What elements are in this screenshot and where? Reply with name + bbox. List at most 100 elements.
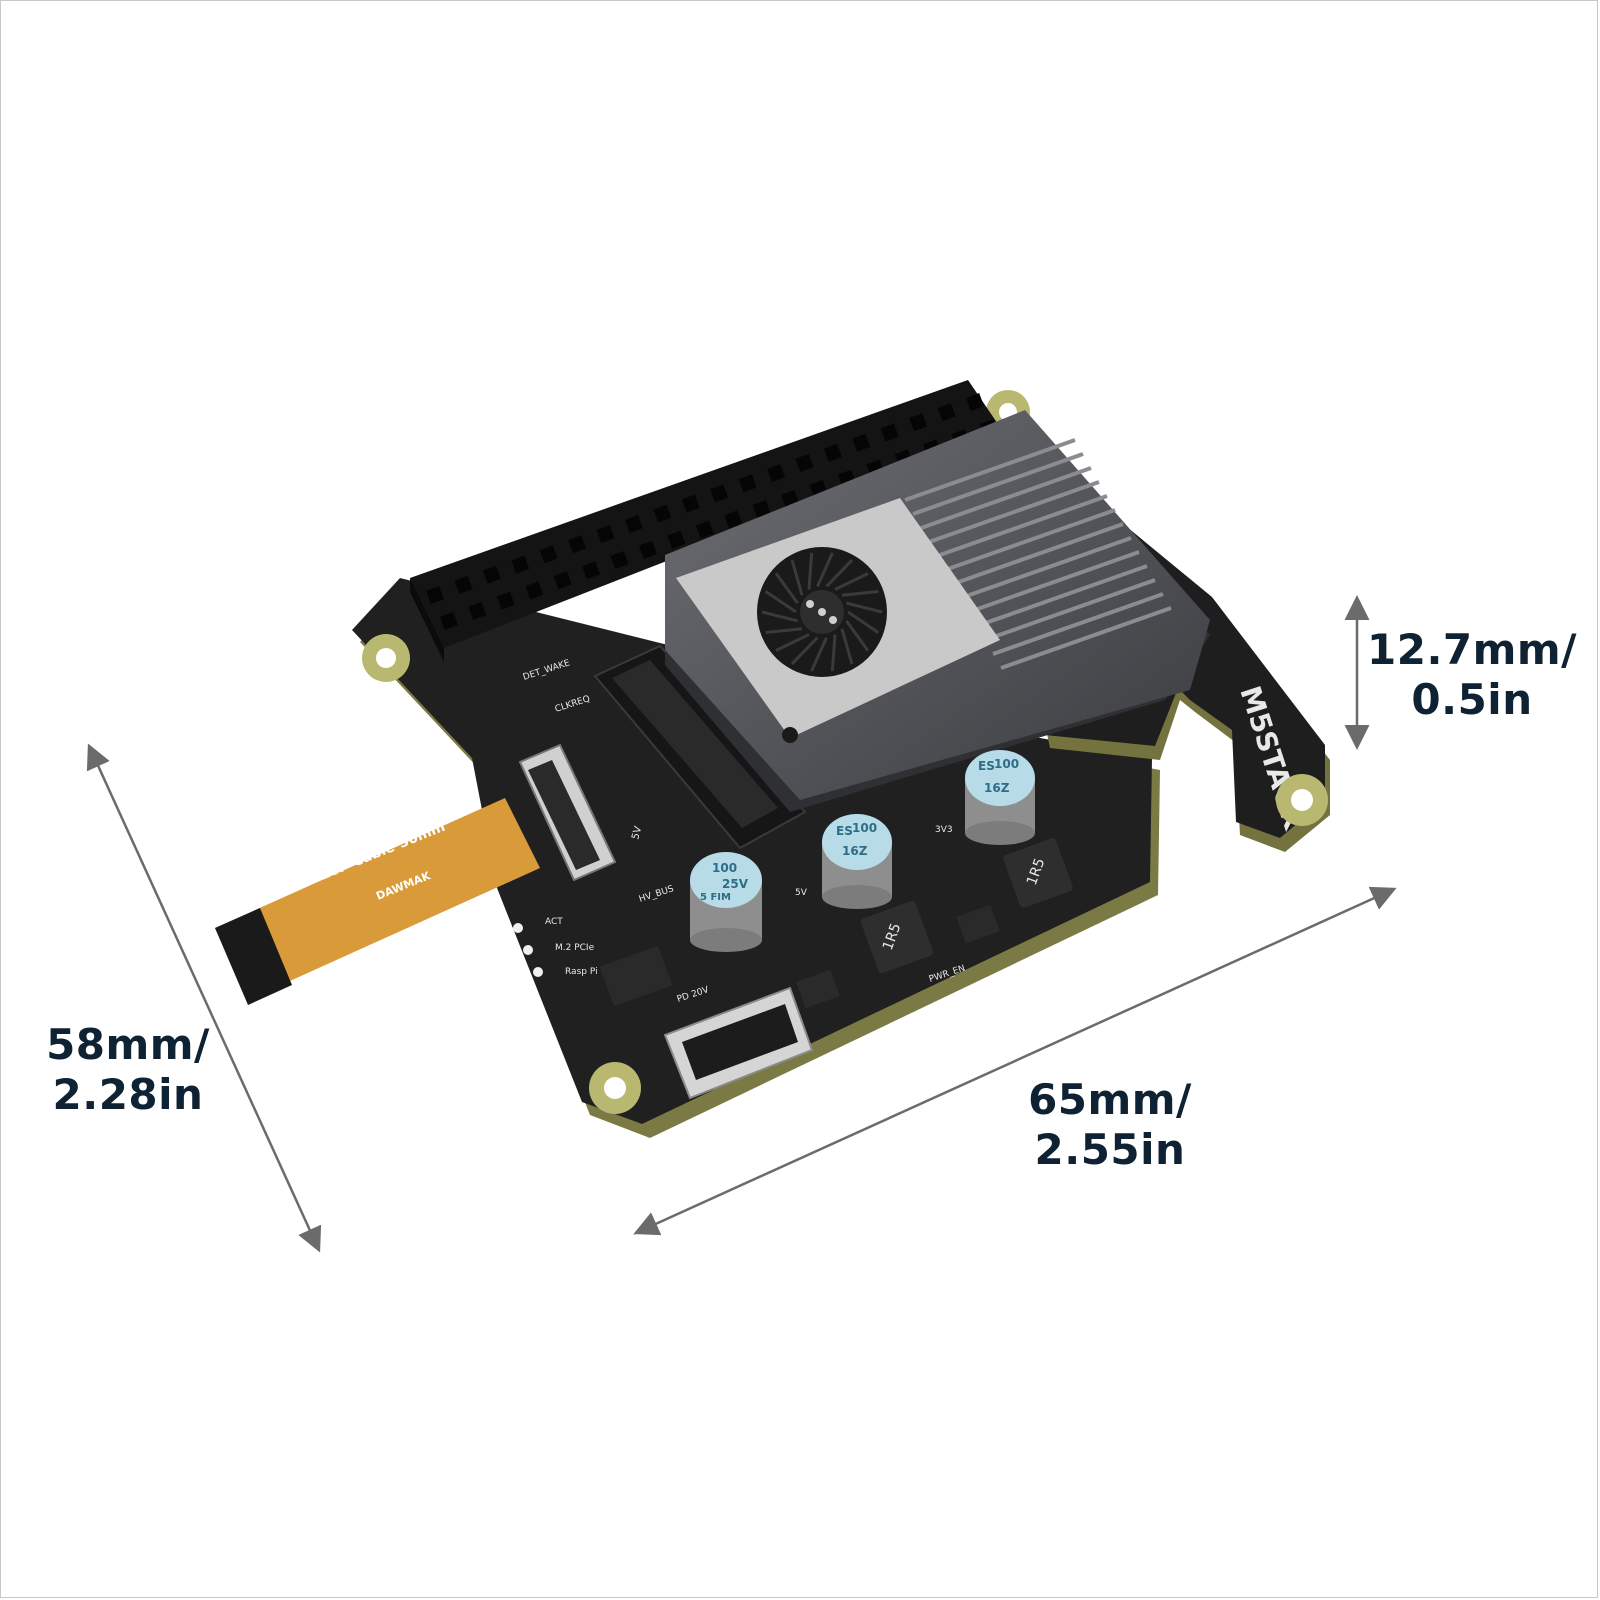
fan-blade	[834, 572, 869, 591]
usb-c-port[interactable]	[663, 986, 814, 1100]
gpio-socket	[568, 535, 587, 554]
height-dimension-imperial: 0.5in	[1411, 675, 1533, 724]
gpio-socket	[653, 504, 672, 523]
gpio-socket	[795, 453, 814, 472]
gpio-socket	[582, 561, 601, 580]
silk-3v3: 3V3	[935, 825, 953, 835]
heatsink-fin	[920, 466, 1092, 530]
gpio-socket	[525, 581, 544, 600]
silk-m2pcie: M.2 PCIe	[555, 943, 595, 953]
gpio-socket	[937, 403, 956, 422]
main-pcb	[352, 578, 1160, 1138]
heatsink-fin	[960, 536, 1132, 600]
length-dimension-arrow	[633, 886, 1397, 1236]
gpio-socket	[767, 464, 786, 483]
gpio-socket	[738, 474, 757, 493]
gpio-socket	[496, 591, 515, 610]
gpio-socket	[482, 565, 501, 584]
fan-blade	[807, 552, 814, 590]
height-dimension-label: 12.7mm/ 0.5in	[1362, 625, 1582, 725]
fan-blade	[830, 634, 837, 672]
gpio-socket	[610, 551, 629, 570]
silk-rasppi: Rasp Pi	[565, 967, 598, 977]
fan-blade	[847, 610, 880, 634]
inductor-2	[1003, 838, 1073, 908]
fan-blade	[761, 610, 798, 623]
gpio-socket	[539, 545, 558, 564]
gpio-socket	[454, 575, 473, 594]
fan-blade	[790, 559, 804, 596]
gpio-socket	[667, 530, 686, 549]
capacitor-2-line2: 100	[994, 757, 1019, 771]
width-dimension-arrow	[86, 743, 322, 1253]
silk-5v-b: 5V	[795, 888, 808, 898]
gpio-socket	[823, 443, 842, 462]
fan-blade	[775, 633, 810, 652]
fan-blade	[825, 559, 854, 588]
capacitor-3-line2: 25V	[722, 877, 749, 891]
height-dimension-metric: 12.7mm/	[1367, 625, 1577, 674]
gpio-socket	[426, 586, 444, 604]
fan-blade	[765, 627, 803, 634]
capacitor-3-line1: 100	[712, 861, 737, 875]
capacitor-3-line3: 5 FIM	[700, 892, 731, 903]
heatsink-fin	[976, 564, 1148, 628]
length-dimension-label: 65mm/ 2.55in	[1005, 1075, 1215, 1175]
gpio-socket	[681, 494, 700, 513]
heatsink-fin	[1000, 606, 1172, 670]
capacitors: ES 100 16Z ES 100 16Z 100 25V 5 FIM	[690, 750, 1035, 952]
gpio-socket	[596, 525, 615, 544]
length-dimension-imperial: 2.55in	[1034, 1125, 1186, 1174]
capacitor-1-line3: 16Z	[842, 844, 868, 858]
width-dimension-metric: 58mm/	[46, 1020, 210, 1069]
fan-blade	[810, 636, 828, 672]
capacitor-1: ES 100 16Z	[822, 814, 892, 909]
heatsink-fin	[904, 438, 1076, 502]
capacitor-1-line1: ES	[836, 824, 853, 838]
gpio-socket	[440, 612, 458, 630]
gpio-socket	[710, 484, 729, 503]
width-dimension-label: 58mm/ 2.28in	[28, 1020, 228, 1120]
capacitor-2-line1: ES	[978, 759, 995, 773]
silk-act: ACT	[545, 917, 563, 927]
gpio-socket	[852, 433, 871, 452]
ribbon-cable: 16P-Cable-30mm DAWMAK	[215, 798, 540, 1005]
capacitor-2: ES 100 16Z	[965, 750, 1035, 845]
fan-blade	[790, 636, 819, 665]
gpio-socket	[624, 514, 643, 533]
capacitor-3: 100 25V 5 FIM	[690, 852, 762, 952]
heatsink-fin	[952, 522, 1124, 586]
fan-blade	[845, 620, 870, 652]
fan-blade	[764, 590, 797, 614]
gpio-socket	[966, 393, 984, 411]
capacitor-1-line2: 100	[852, 821, 877, 835]
heatsink-fin	[928, 480, 1100, 544]
gpio-socket	[468, 601, 487, 620]
active-cooler	[665, 410, 1210, 812]
gpio-socket	[553, 571, 572, 590]
heatsink-fin	[912, 452, 1084, 516]
fpc-connector	[518, 743, 617, 882]
inductor-1	[860, 900, 934, 974]
heatsink-fin	[984, 578, 1156, 642]
gpio-socket	[638, 540, 657, 559]
gpio-socket	[724, 510, 743, 529]
width-dimension-imperial: 2.28in	[52, 1070, 204, 1119]
length-dimension-metric: 65mm/	[1028, 1075, 1192, 1124]
components: 1R5 1R5	[599, 838, 1073, 1009]
gpio-socket	[695, 520, 714, 539]
silk-5v-a: 5V	[630, 825, 644, 841]
heatsink-fin	[936, 494, 1108, 558]
heatsink-fin	[968, 550, 1140, 614]
fan-blade	[816, 552, 834, 588]
heatsink-fin	[992, 592, 1164, 656]
capacitor-2-line3: 16Z	[984, 781, 1010, 795]
gpio-socket	[752, 500, 771, 519]
gpio-socket	[511, 555, 530, 574]
fan-blade	[846, 601, 883, 614]
fan-blade	[774, 572, 799, 604]
heatsink-fin	[944, 508, 1116, 572]
gpio-header	[410, 380, 1002, 662]
